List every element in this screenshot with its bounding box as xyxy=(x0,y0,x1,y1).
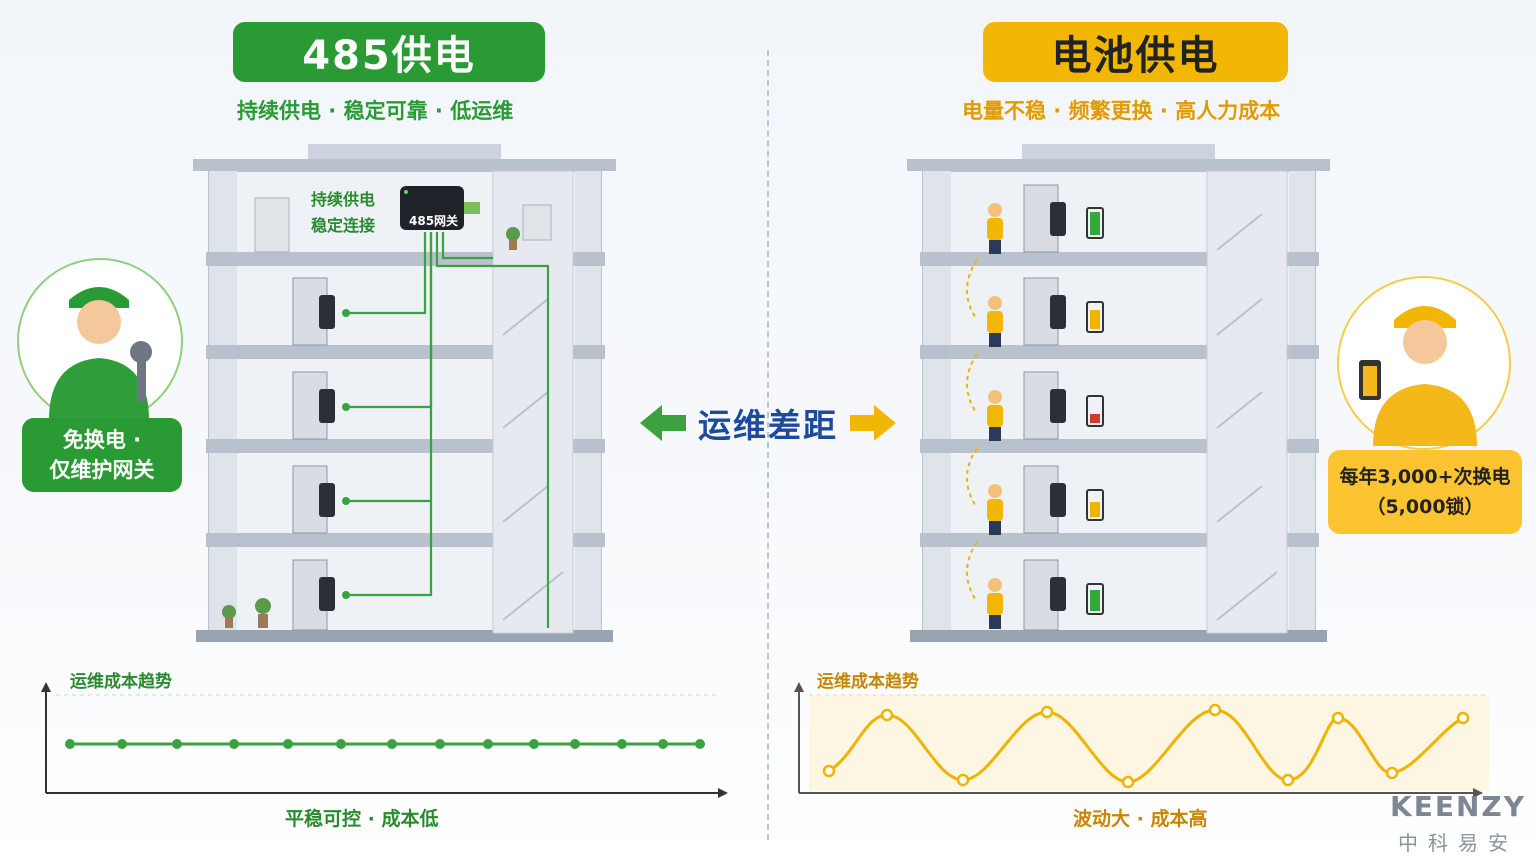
door-lock-icon xyxy=(292,277,335,631)
left-cost-chart: 运维成本趋势 平稳可控 · 成本低 xyxy=(30,660,740,840)
left-building: 485网关 持续供电 稳定连接 xyxy=(13,130,616,644)
right-callout-line-1: 每年3,000+次换电 xyxy=(1339,466,1511,488)
right-callout-line-2: （5,000锁） xyxy=(1366,496,1484,518)
left-callout-line-1: 免换电 · xyxy=(62,428,142,452)
left-trend-points xyxy=(65,739,705,749)
center-divider xyxy=(767,50,769,840)
left-chart-caption: 平稳可控 · 成本低 xyxy=(285,808,439,830)
left-callout-line-2: 仅维护网关 xyxy=(49,458,155,482)
left-callout: 免换电 · 仅维护网关 xyxy=(22,418,182,492)
brand-logo: KEENZY 中科易安 xyxy=(1384,790,1532,856)
brand-logo-en: KEENZY xyxy=(1390,790,1526,823)
left-title-badge: 485供电 xyxy=(233,22,545,82)
ops-gap-label: 运维差距 xyxy=(698,406,838,445)
right-trend-points xyxy=(822,703,1470,789)
right-title-badge: 电池供电 xyxy=(983,22,1288,82)
right-building xyxy=(907,130,1330,644)
ops-gap: 运维差距 xyxy=(640,398,896,448)
right-building-illustration xyxy=(907,144,1330,642)
gateway-note-2: 稳定连接 xyxy=(311,216,376,235)
worker-icon xyxy=(987,203,1003,629)
arrow-right-icon xyxy=(850,405,896,441)
right-chart-caption: 波动大 · 成本高 xyxy=(1073,808,1208,830)
left-tagline: 持续供电 · 稳定可靠 · 低运维 xyxy=(237,99,514,123)
battery-icon xyxy=(1086,207,1104,615)
right-callout: 每年3,000+次换电 （5,000锁） xyxy=(1328,450,1522,534)
left-chart-title: 运维成本趋势 xyxy=(70,672,172,692)
wrench-icon xyxy=(130,341,152,402)
battery-icon xyxy=(1359,360,1381,400)
green-worker-avatar xyxy=(17,258,183,424)
gateway-icon xyxy=(400,186,480,230)
worker-icon xyxy=(1359,306,1477,446)
left-building-illustration xyxy=(13,144,616,642)
brand-logo-cn: 中科易安 xyxy=(1398,831,1518,855)
door-lock-icon xyxy=(1023,184,1066,631)
yellow-worker-avatar xyxy=(1337,276,1511,450)
right-chart-title: 运维成本趋势 xyxy=(817,672,919,692)
left-cost-chart-plot xyxy=(41,682,728,798)
gateway-label: 485网关 xyxy=(409,214,459,228)
gateway-note-1: 持续供电 xyxy=(311,190,376,209)
right-cost-chart: 运维成本趋势 波动大 · 成本高 xyxy=(785,660,1495,840)
worker-icon xyxy=(49,287,152,420)
right-tagline: 电量不稳 · 频繁更换 · 高人力成本 xyxy=(962,99,1281,123)
right-cost-chart-plot xyxy=(794,682,1489,798)
arrow-left-icon xyxy=(640,405,686,441)
